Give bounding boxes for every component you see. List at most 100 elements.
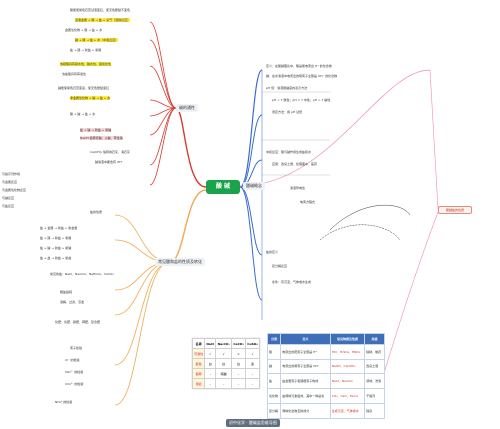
table2-cell: 除杂 bbox=[364, 403, 385, 419]
bottom-item-9: 离子检验 bbox=[70, 346, 83, 350]
table2-cell: 干燥剂 bbox=[364, 388, 385, 405]
table2-header-0: 分类 bbox=[266, 333, 282, 345]
table1-cell: 俗称 bbox=[191, 368, 206, 379]
right-item-9: 盐的定义 bbox=[266, 250, 279, 254]
table2-cell: 盐 bbox=[266, 373, 282, 390]
table1-cell: – bbox=[215, 378, 233, 389]
table2-cell: 酸 bbox=[266, 343, 282, 360]
left-side-note-1: 与金属反应 bbox=[2, 180, 18, 184]
left-item-7: 碱能使紫色石蕊变蓝，使无色酚酞变红 bbox=[58, 86, 110, 90]
table2-cell: 由金属离子和酸根离子构成 bbox=[280, 373, 331, 390]
table1-cell: 可溶性 bbox=[191, 348, 206, 359]
table2-cell: 调味、洗涤 bbox=[364, 373, 385, 390]
bottom-item-3: 盐 + 碱 → 新盐 + 新碱 bbox=[40, 246, 72, 250]
table1-cell: √ bbox=[244, 348, 261, 359]
table2-cell: 两种化合物互换成分 bbox=[280, 403, 331, 419]
table1-header-1: NaCl bbox=[204, 338, 217, 349]
table1-cell: – bbox=[231, 368, 246, 379]
bottom-item-11: SO₄²⁻ 的检验 bbox=[65, 370, 84, 374]
table2-header-3: 用途 bbox=[364, 333, 385, 345]
bottom-item-5: 常见的盐：NaCl、Na₂CO₃、NaHCO₃、CaCO₃ bbox=[50, 272, 114, 276]
bottom-item-2: 盐 + 酸 → 新盐 + 新酸 bbox=[40, 236, 72, 240]
table1-cell: – bbox=[244, 378, 261, 389]
table1-cell: – bbox=[204, 368, 217, 379]
footer-label: 初中化学 · 酸碱盐思维导图 bbox=[226, 419, 280, 427]
right-item-2: pH 值：溶液酸碱度的表示方法 bbox=[266, 86, 308, 90]
table2-cell: 改良土壤 bbox=[364, 358, 385, 375]
table1-cell: – bbox=[231, 378, 246, 389]
table1-cell: 白 bbox=[204, 358, 217, 369]
table1-header-4: CuSO₄ bbox=[244, 338, 261, 349]
table1-header-2: Na₂CO₃ bbox=[215, 338, 233, 349]
branch-salt-properties[interactable]: 常见酸和盐的性质及转化 bbox=[155, 258, 205, 266]
left-item-6: 浓盐酸具有挥发性 bbox=[62, 72, 87, 76]
solubility-table: 名称 NaCl Na₂CO₃ CaCO₃ CuSO₄ 可溶性 √ √ × √ 颜… bbox=[191, 338, 261, 389]
left-item-8: 非金属氧化物 + 碱 → 盐 + 水 bbox=[70, 96, 111, 100]
left-item-10: 盐 + 碱 → 新盐 + 新碱 bbox=[80, 128, 112, 132]
left-item-1: 活泼金属 + 酸 → 盐 + 氢气（置换反应） bbox=[75, 18, 131, 22]
bottom-item-0: 盐的性质 bbox=[90, 210, 103, 214]
right-item-6: 应用：改良土壤、处理废水、医药 bbox=[272, 162, 318, 166]
table1-header-0: 名称 bbox=[191, 338, 206, 349]
left-side-note-3: 与碱反应 bbox=[2, 196, 15, 200]
table2-cell: HCl、H₂SO₄、HNO₃ bbox=[329, 343, 366, 360]
bottom-item-8: 化肥：氮肥、磷肥、钾肥、复合肥 bbox=[55, 320, 101, 324]
bottom-item-7: 溶解、过滤、蒸发 bbox=[60, 300, 85, 304]
branch-acid-properties[interactable]: 碱的通性 bbox=[176, 104, 198, 112]
table1-cell: 白 bbox=[215, 358, 233, 369]
table2-cell: 电离出的阳离子全部是 H⁺ bbox=[280, 343, 331, 360]
bottom-item-1: 盐 + 金属 → 新盐 + 新金属 bbox=[40, 226, 78, 230]
table2-cell: 碱 bbox=[266, 358, 282, 375]
table1-header-3: CaCO₃ bbox=[231, 338, 246, 349]
table1-cell: 颜色 bbox=[191, 358, 206, 369]
left-item-9: 酸 + 碱 → 盐 + 水 bbox=[70, 112, 96, 116]
table2-cell: NaCl、Na₂CO₃ bbox=[329, 373, 366, 390]
right-item-5: 中和反应：酸与碱作用生成盐和水 bbox=[266, 150, 312, 154]
right-item-1: 碱：在水溶液中电离出的阴离子全部是 OH⁻ 的化合物 bbox=[266, 74, 338, 78]
table1-cell: 蓝 bbox=[244, 358, 261, 369]
left-item-2: 金属氧化物 + 酸 → 盐 + 水 bbox=[65, 28, 103, 32]
right-item-10: 复分解反应 bbox=[272, 264, 288, 268]
left-side-note-4: 与盐反应 bbox=[2, 204, 15, 208]
table1-cell: √ bbox=[215, 348, 233, 359]
table1-cell: × bbox=[231, 348, 246, 359]
table1-cell: 纯碱 bbox=[215, 368, 233, 379]
table1-cell: – bbox=[204, 378, 217, 389]
right-tag[interactable]: 酸碱盐的性质 bbox=[438, 206, 472, 214]
table2-header-2: 常见物质及性质 bbox=[329, 333, 366, 345]
left-item-0: 酸能使紫色石蕊试液变红，使无色酚酞不变色 bbox=[70, 8, 131, 12]
classification-table: 分类 定义 常见物质及性质 用途 酸 电离出的阳离子全部是 H⁺ HCl、H₂S… bbox=[266, 333, 385, 419]
table2-cell: 由两种元素组成，其中一种是氧 bbox=[280, 388, 331, 405]
table1-cell: – bbox=[244, 368, 261, 379]
branch-acid-base-concept[interactable]: 酸碱概念 bbox=[243, 182, 265, 190]
right-item-7: 溶液导电性 bbox=[290, 186, 306, 190]
table2-cell: 复分解 bbox=[266, 403, 282, 419]
bottom-item-12: CO₃²⁻ 的检验 bbox=[65, 382, 84, 386]
right-item-3: pH < 7 酸性；pH = 7 中性；pH > 7 碱性 bbox=[272, 98, 331, 102]
table1-cell: 用途 bbox=[191, 378, 206, 389]
left-side-note-0: 与指示剂作用 bbox=[2, 172, 21, 176]
left-item-5: 浓硫酸具有吸水性、脱水性、强氧化性 bbox=[60, 62, 112, 66]
table2-cell: 除锈、制药 bbox=[364, 343, 385, 360]
bottom-item-4: 盐 + 盐 → 新盐 + 新盐 bbox=[40, 256, 72, 260]
table2-cell: 电离出的阴离子全部是 OH⁻ bbox=[280, 358, 331, 375]
bottom-item-13: NH₄⁺ 的检验 bbox=[55, 400, 73, 404]
left-side-note-2: 与金属氧化物反应 bbox=[2, 188, 27, 192]
left-item-3: 碱 + 酸 → 盐 + 水（中和反应） bbox=[75, 38, 119, 42]
right-item-4: 测定方法：用 pH 试纸 bbox=[272, 110, 303, 114]
right-item-0: 定义：在酸碱理论中，酸是能电离出 H⁺ 的化合物 bbox=[266, 64, 332, 68]
table2-cell: 生成沉淀、气体或水 bbox=[329, 403, 366, 419]
table2-header-1: 定义 bbox=[280, 333, 331, 345]
table2-cell: NaOH、Ca(OH)₂ bbox=[329, 358, 366, 375]
bottom-item-10: Cl⁻ 的检验 bbox=[65, 358, 80, 362]
root-node[interactable]: 酸 碱 bbox=[206, 180, 240, 194]
table2-cell: CO₂、CaO、Fe₂O₃ bbox=[329, 388, 366, 405]
left-item-12: Ca(OH)₂ 俗称熟石灰、消石灰 bbox=[90, 150, 131, 154]
right-item-11: 条件：有沉淀、气体或水生成 bbox=[272, 280, 312, 284]
right-item-8: 电离方程式 bbox=[300, 200, 316, 204]
left-item-11: NaOH 俗称烧碱、火碱、苛性钠 bbox=[80, 136, 123, 140]
table1-cell: 白 bbox=[231, 358, 246, 369]
table1-cell: √ bbox=[204, 348, 217, 359]
left-item-13: 碱溶液中都含有 OH⁻ bbox=[95, 160, 124, 164]
